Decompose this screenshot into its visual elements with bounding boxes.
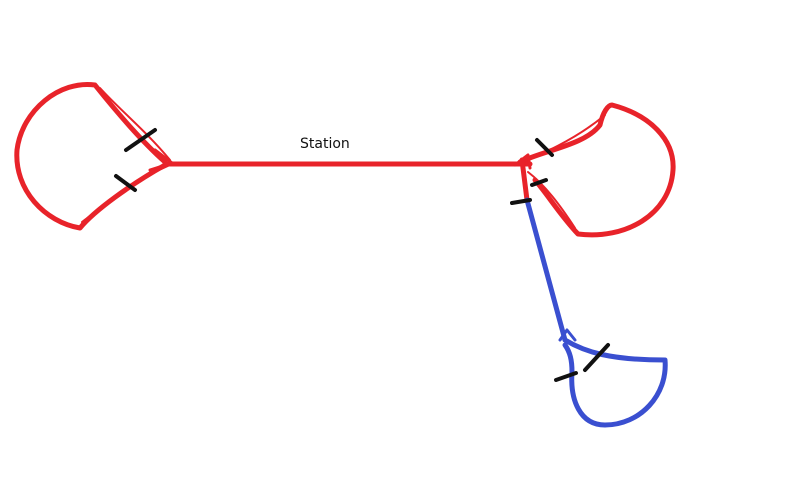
bottom-loop-arrow <box>558 328 577 342</box>
right-loop <box>513 102 676 238</box>
right-loop-junction-stub <box>519 157 530 203</box>
tick-right-mid <box>530 178 548 187</box>
tick-left-upper <box>124 128 157 152</box>
right-loop-outer <box>517 102 676 238</box>
branch-line <box>524 197 568 343</box>
bottom-loop-outer <box>562 337 668 428</box>
tick-right-lower <box>510 198 532 205</box>
left-loop-inner-upper <box>99 87 171 161</box>
tick-bottom-lower <box>554 371 578 382</box>
left-loop-outer <box>14 81 168 231</box>
right-loop-arrow <box>513 153 532 170</box>
tick-marks <box>114 128 610 382</box>
tick-right-upper <box>535 138 554 157</box>
right-loop-inner-lower <box>527 171 576 229</box>
tick-left-lower <box>114 174 137 192</box>
left-loop-inner-lower <box>81 164 171 223</box>
left-loop <box>14 81 174 231</box>
bottom-loop <box>558 328 668 428</box>
station-label: Station <box>300 136 350 152</box>
tick-bottom-upper <box>583 343 610 372</box>
